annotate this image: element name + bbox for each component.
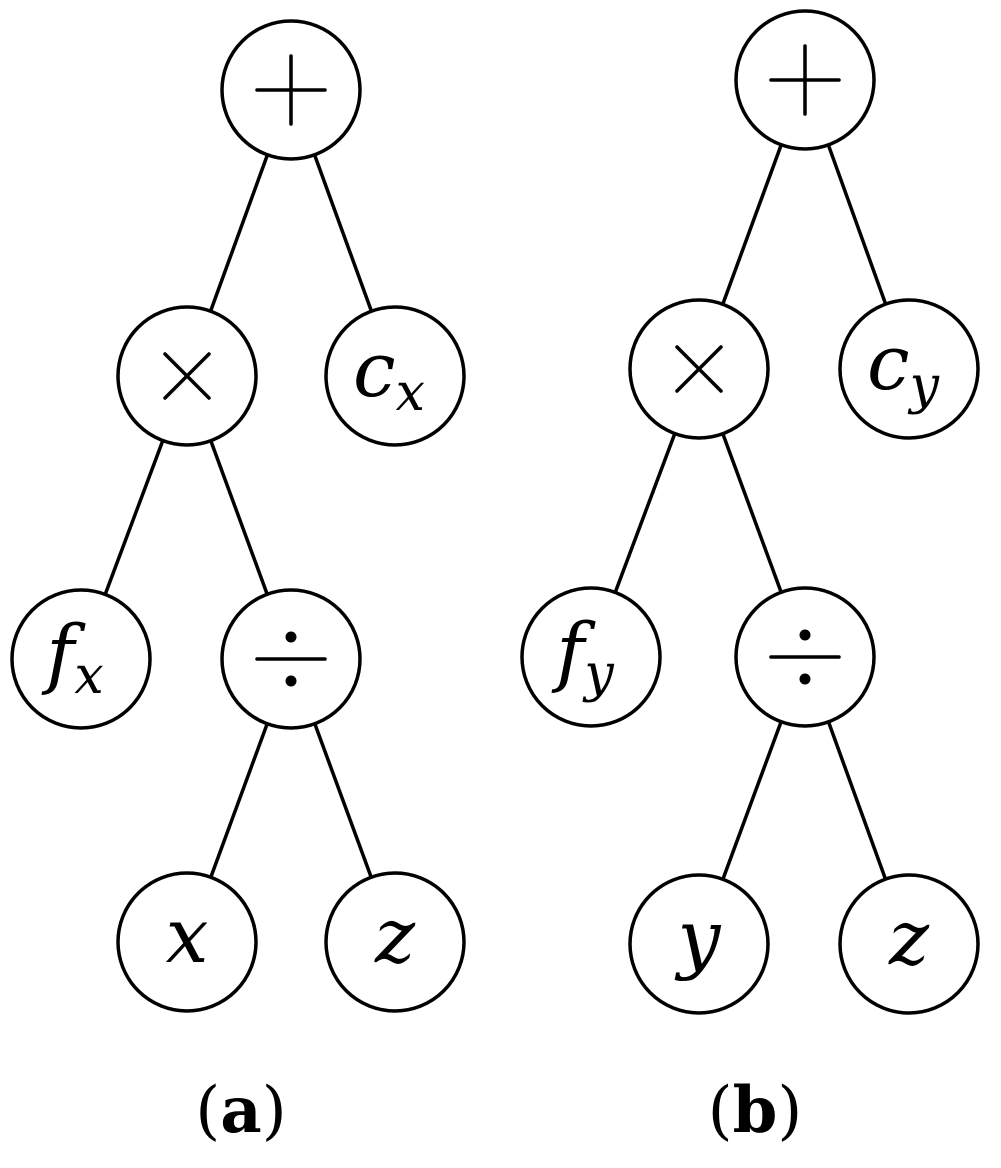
edge-a-mul-to-a-f <box>103 438 165 597</box>
node-circle <box>628 873 770 1015</box>
variable-symbol: c <box>353 325 396 414</box>
variable-label: cy <box>867 318 940 416</box>
operator-node-b-div <box>734 586 876 728</box>
operator-node-a-div <box>220 588 362 730</box>
edge-b-mul-to-b-f <box>613 431 677 595</box>
edge-a-root-to-a-mul <box>208 153 270 313</box>
edge-b-root-to-b-mul <box>721 143 783 306</box>
captions-layer: (a)(b) <box>195 1073 802 1148</box>
variable-node-a-f: fx <box>10 588 152 730</box>
variable-label: z <box>374 891 416 980</box>
variable-node-b-z: z <box>838 873 980 1015</box>
variable-label: x <box>166 891 209 980</box>
divide-icon <box>769 629 841 685</box>
divide-icon <box>255 631 327 687</box>
operator-node-b-root <box>734 9 876 151</box>
variable-subscript: x <box>396 363 425 423</box>
variable-subscript: x <box>74 646 103 706</box>
edge-a-div-to-a-x <box>209 722 269 879</box>
variable-subscript: y <box>908 356 940 416</box>
edge-b-mul-to-b-div <box>721 432 783 594</box>
operator-node-a-mul <box>116 305 258 447</box>
times-icon <box>675 345 723 393</box>
edge-b-root-to-b-c <box>826 143 888 306</box>
node-circle <box>116 871 258 1013</box>
operator-node-a-root <box>220 19 362 161</box>
node-circle <box>838 873 980 1015</box>
variable-subscript: y <box>582 644 614 704</box>
edge-a-mul-to-a-div <box>209 439 269 596</box>
node-circle <box>520 586 662 728</box>
variable-node-a-z: z <box>324 871 466 1013</box>
times-icon <box>163 352 211 400</box>
variable-node-b-c: cy <box>838 298 980 440</box>
edges-layer <box>103 143 888 882</box>
caption-close-paren: ) <box>777 1074 802 1148</box>
variable-label: z <box>888 893 930 982</box>
node-circle <box>838 298 980 440</box>
plus-icon <box>769 44 841 116</box>
node-circle <box>324 305 466 447</box>
caption-letter: a <box>220 1073 261 1148</box>
operator-node-b-mul <box>628 298 770 440</box>
edge-b-div-to-b-z <box>826 720 888 881</box>
variable-node-a-c: cx <box>324 305 466 447</box>
variable-label: y <box>675 893 722 982</box>
plus-icon <box>255 54 327 126</box>
caption-a: (a) <box>195 1073 286 1148</box>
variable-symbol: c <box>867 318 910 407</box>
variable-symbol: z <box>374 891 416 980</box>
node-circle <box>324 871 466 1013</box>
edge-b-div-to-b-y <box>721 719 783 882</box>
caption-letter: b <box>733 1073 778 1148</box>
variable-symbol: x <box>166 891 209 980</box>
caption-close-paren: ) <box>262 1074 287 1148</box>
edge-a-root-to-a-c <box>312 153 374 313</box>
caption-b: (b) <box>708 1073 803 1148</box>
variable-symbol: z <box>888 893 930 982</box>
caption-open-paren: ( <box>195 1074 220 1148</box>
variable-node-b-y: y <box>628 873 770 1015</box>
edge-a-div-to-a-z <box>313 722 373 879</box>
variable-symbol: y <box>675 893 722 982</box>
variable-node-a-x: x <box>116 871 258 1013</box>
node-circle <box>10 588 152 730</box>
variable-node-b-f: fy <box>520 586 662 728</box>
caption-open-paren: ( <box>708 1074 733 1148</box>
variable-label: cx <box>353 325 425 423</box>
